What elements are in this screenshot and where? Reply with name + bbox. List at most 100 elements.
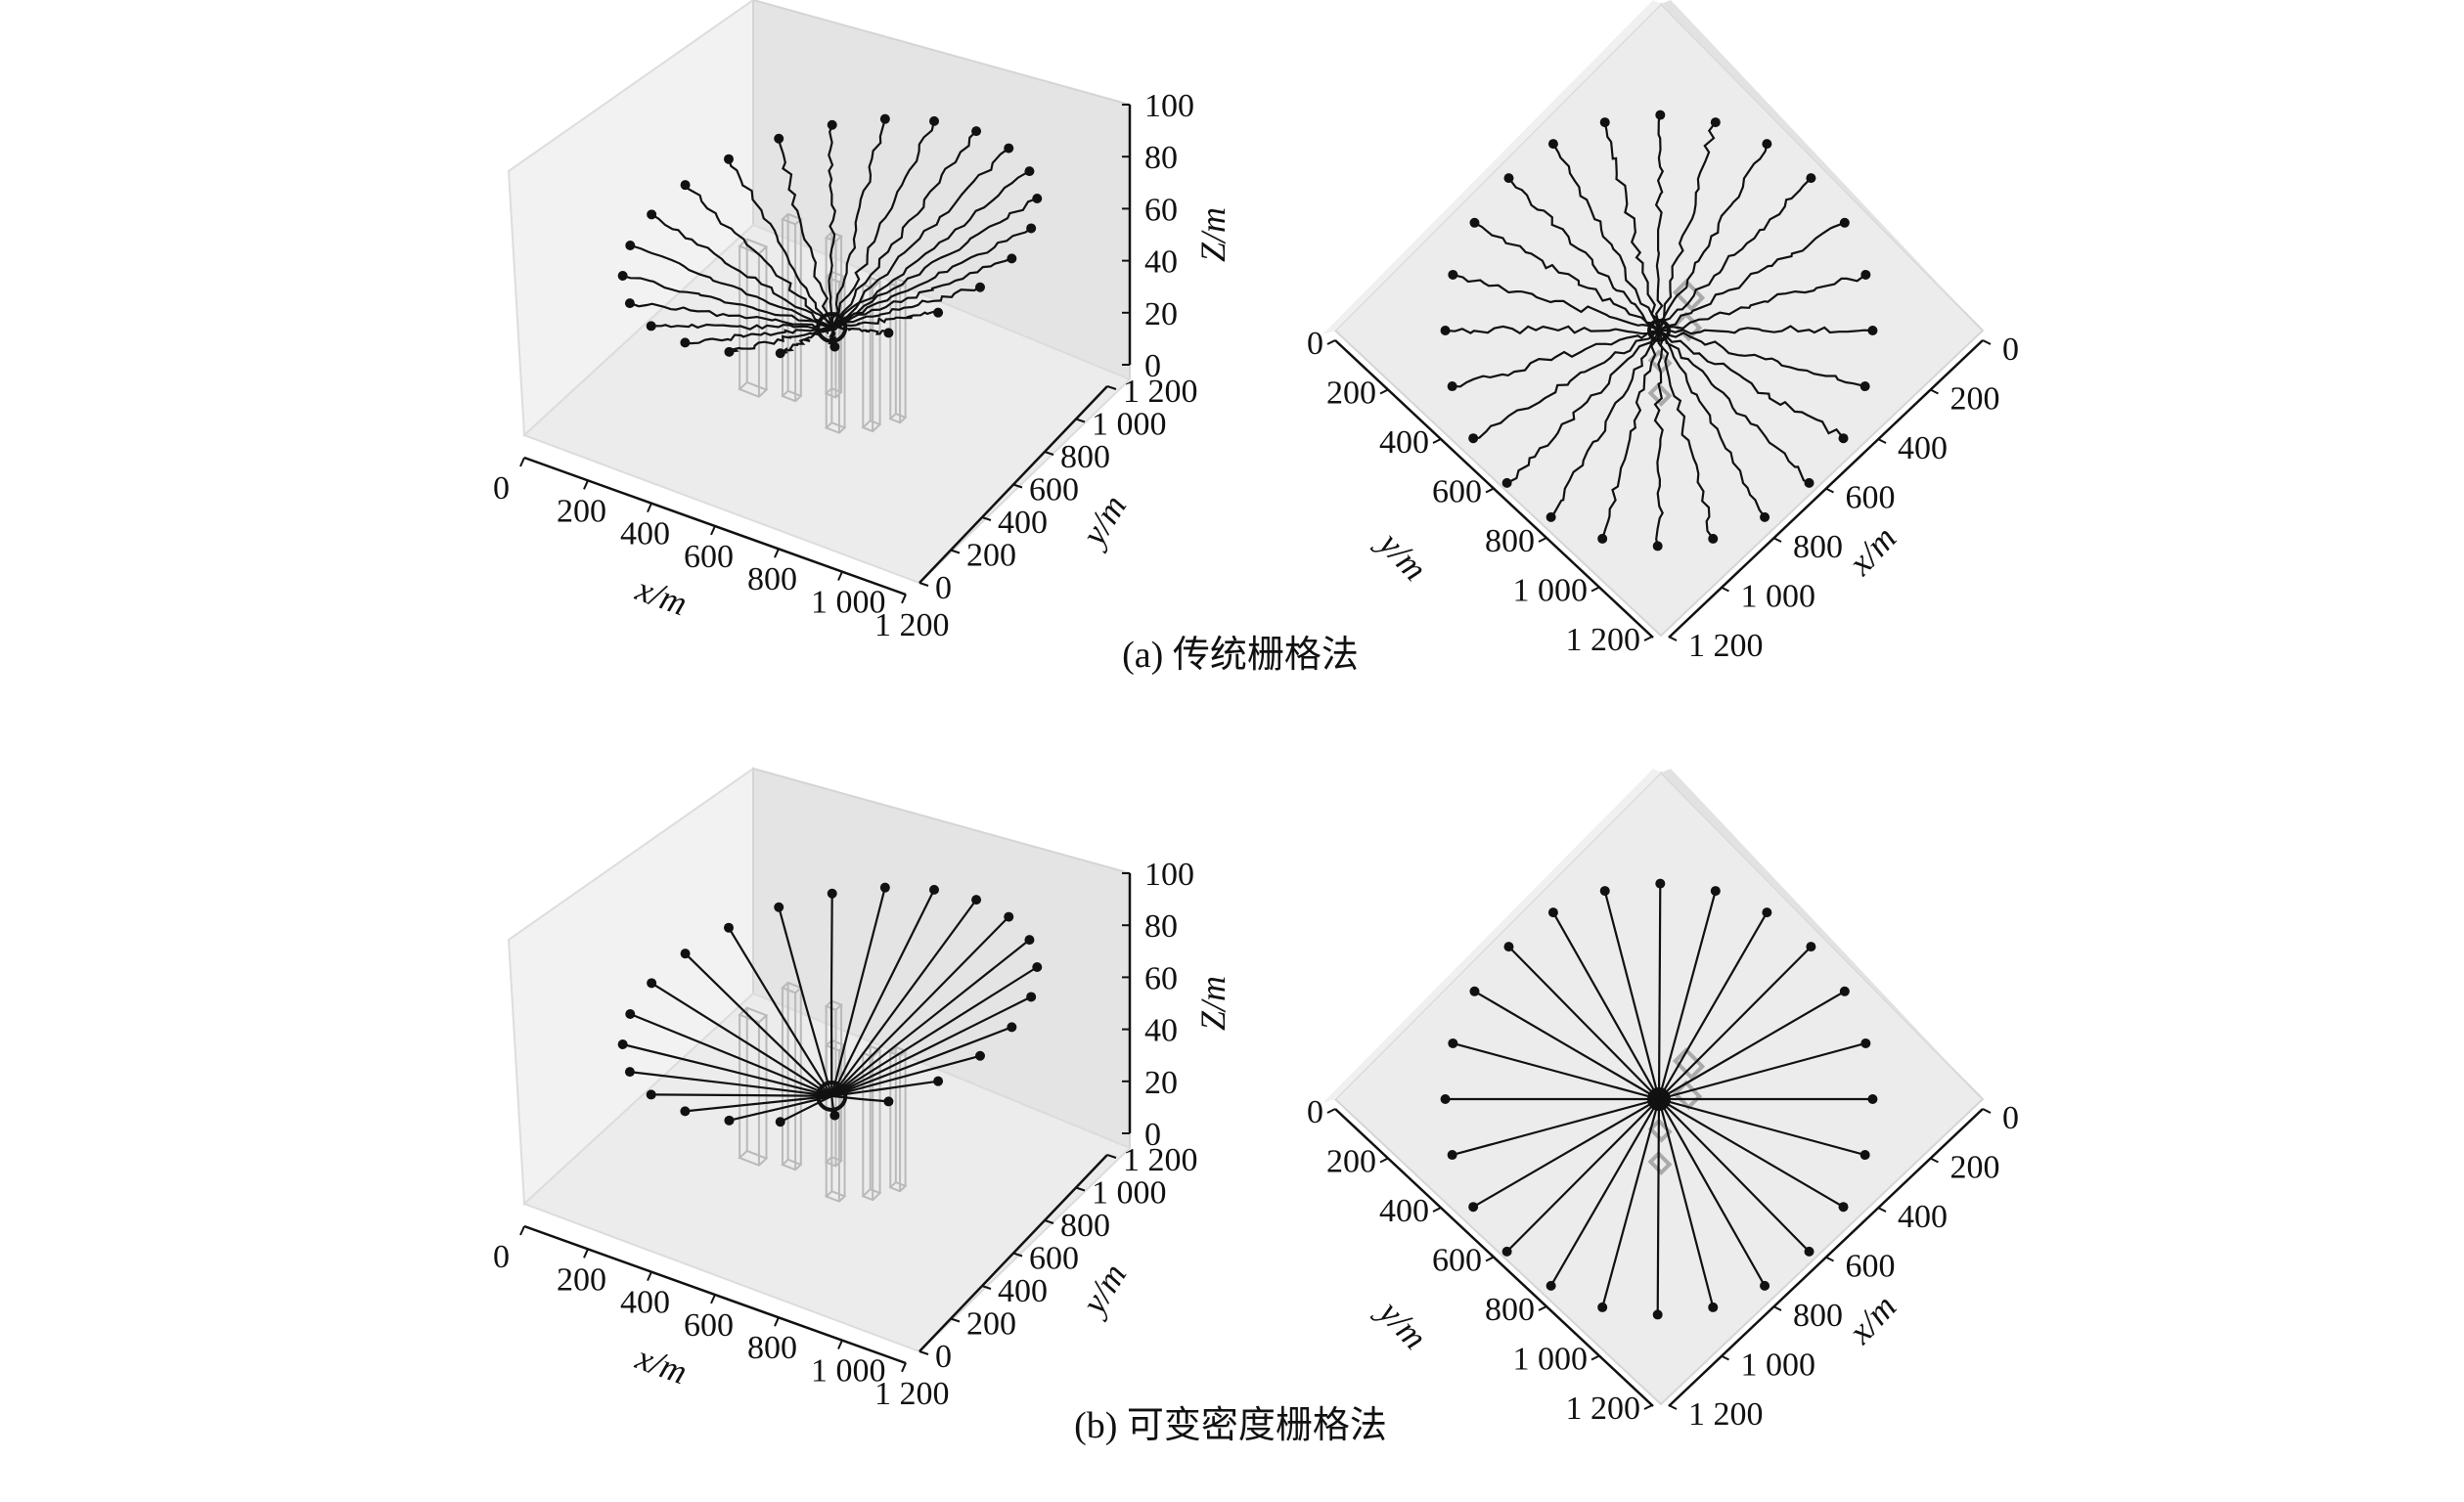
y-tick-label: 600 — [1432, 1243, 1482, 1279]
y-tick-mark — [1432, 438, 1442, 444]
x-tick-mark — [710, 1294, 716, 1304]
start-point — [879, 882, 890, 893]
start-point — [974, 1050, 985, 1061]
path-line — [830, 889, 935, 1097]
path-line — [1658, 330, 1766, 518]
y-tick-mark — [1538, 537, 1547, 543]
x-tick-label: 800 — [1793, 1298, 1843, 1334]
path-line — [650, 213, 832, 329]
path-line — [1505, 1098, 1660, 1253]
z-tick-label: 20 — [1144, 1065, 1178, 1101]
path-line — [1453, 1041, 1660, 1101]
path-line — [830, 899, 977, 1097]
z-tick-label: 20 — [1144, 296, 1178, 332]
path-line — [1656, 1098, 1661, 1315]
goal-point — [1647, 319, 1671, 342]
start-point — [774, 902, 784, 912]
path-line — [830, 887, 886, 1097]
y-tick-label: 600 — [1029, 1241, 1079, 1277]
start-point — [829, 1110, 840, 1121]
path-line — [622, 274, 832, 329]
z-tick-label: 40 — [1144, 1013, 1178, 1049]
x-tick-label: 200 — [557, 1261, 606, 1298]
start-point — [625, 241, 636, 251]
x-tick-label: 600 — [684, 1307, 734, 1344]
start-point — [1860, 269, 1871, 280]
start-point — [1007, 1022, 1017, 1033]
y-tick-mark — [950, 549, 961, 554]
path-line — [1507, 946, 1660, 1100]
y-tick-mark — [1044, 1219, 1054, 1224]
start-point — [1004, 143, 1014, 154]
start-point — [723, 922, 734, 933]
x-tick-mark — [519, 1225, 525, 1236]
y-tick-label: 600 — [1029, 472, 1079, 508]
y-tick-mark — [1432, 1207, 1442, 1213]
path-line — [1657, 883, 1662, 1100]
path-line — [829, 893, 833, 1096]
start-point — [624, 298, 635, 309]
start-point — [1860, 1038, 1871, 1048]
y-tick-label: 1 000 — [1513, 573, 1589, 609]
start-point — [1655, 878, 1666, 889]
y-tick-mark — [918, 1350, 929, 1355]
start-point — [1546, 1280, 1556, 1291]
start-point — [1007, 253, 1017, 264]
z-tick-label: 100 — [1144, 857, 1194, 893]
x-axis-label: x/m — [1840, 518, 1904, 583]
path-line — [1658, 330, 1810, 484]
path-line — [1473, 221, 1660, 331]
y-tick-mark — [1590, 1354, 1600, 1361]
start-point — [1440, 1094, 1451, 1104]
start-point — [1546, 511, 1556, 522]
x-axis-label: x/m — [630, 569, 692, 624]
path-line — [1656, 121, 1717, 331]
y-tick-mark — [1643, 636, 1653, 641]
z-tick-label: 60 — [1144, 960, 1178, 996]
path-line — [1603, 890, 1661, 1100]
goal-point — [816, 1080, 848, 1112]
path-line — [1659, 325, 1873, 335]
start-point — [883, 1096, 894, 1107]
paths — [617, 113, 1043, 359]
start-point — [1468, 433, 1479, 444]
start-point — [1026, 992, 1037, 1002]
start-point — [1762, 139, 1772, 150]
path-line — [1453, 273, 1660, 331]
path-line — [629, 1071, 832, 1097]
start-point — [724, 1115, 735, 1126]
x-tick-mark — [1930, 388, 1939, 395]
x-tick-label: 1 000 — [1741, 579, 1816, 615]
y-tick-label: 200 — [1326, 1144, 1376, 1180]
y-axis-label: y/m — [1072, 1257, 1134, 1323]
y-tick-label: 400 — [1379, 424, 1429, 461]
path-line — [1658, 1098, 1811, 1253]
path-line — [1654, 114, 1665, 331]
path-line — [778, 138, 833, 329]
start-point — [724, 346, 735, 357]
start-point — [1838, 1202, 1849, 1213]
path-line — [1506, 330, 1660, 484]
path-line — [629, 1012, 832, 1097]
x-tick-mark — [647, 1271, 652, 1282]
start-point — [1806, 942, 1816, 952]
y-tick-mark — [1075, 1186, 1086, 1192]
start-point — [971, 895, 982, 906]
x-tick-label: 1 200 — [1688, 1396, 1764, 1433]
start-point — [827, 119, 837, 130]
y-tick-label: 1 000 — [1092, 1175, 1167, 1212]
y-tick-mark — [1379, 1157, 1389, 1164]
x-tick-mark — [1721, 1354, 1729, 1361]
path-line — [650, 982, 832, 1097]
path-line — [1658, 330, 1865, 388]
x-axis-label: x/m — [1840, 1287, 1904, 1351]
start-point — [680, 180, 691, 191]
y-tick-mark — [1044, 451, 1054, 456]
y-tick-label: 200 — [1326, 376, 1376, 412]
z-tick-label: 60 — [1144, 192, 1178, 228]
x-tick-label: 1 200 — [874, 607, 950, 643]
